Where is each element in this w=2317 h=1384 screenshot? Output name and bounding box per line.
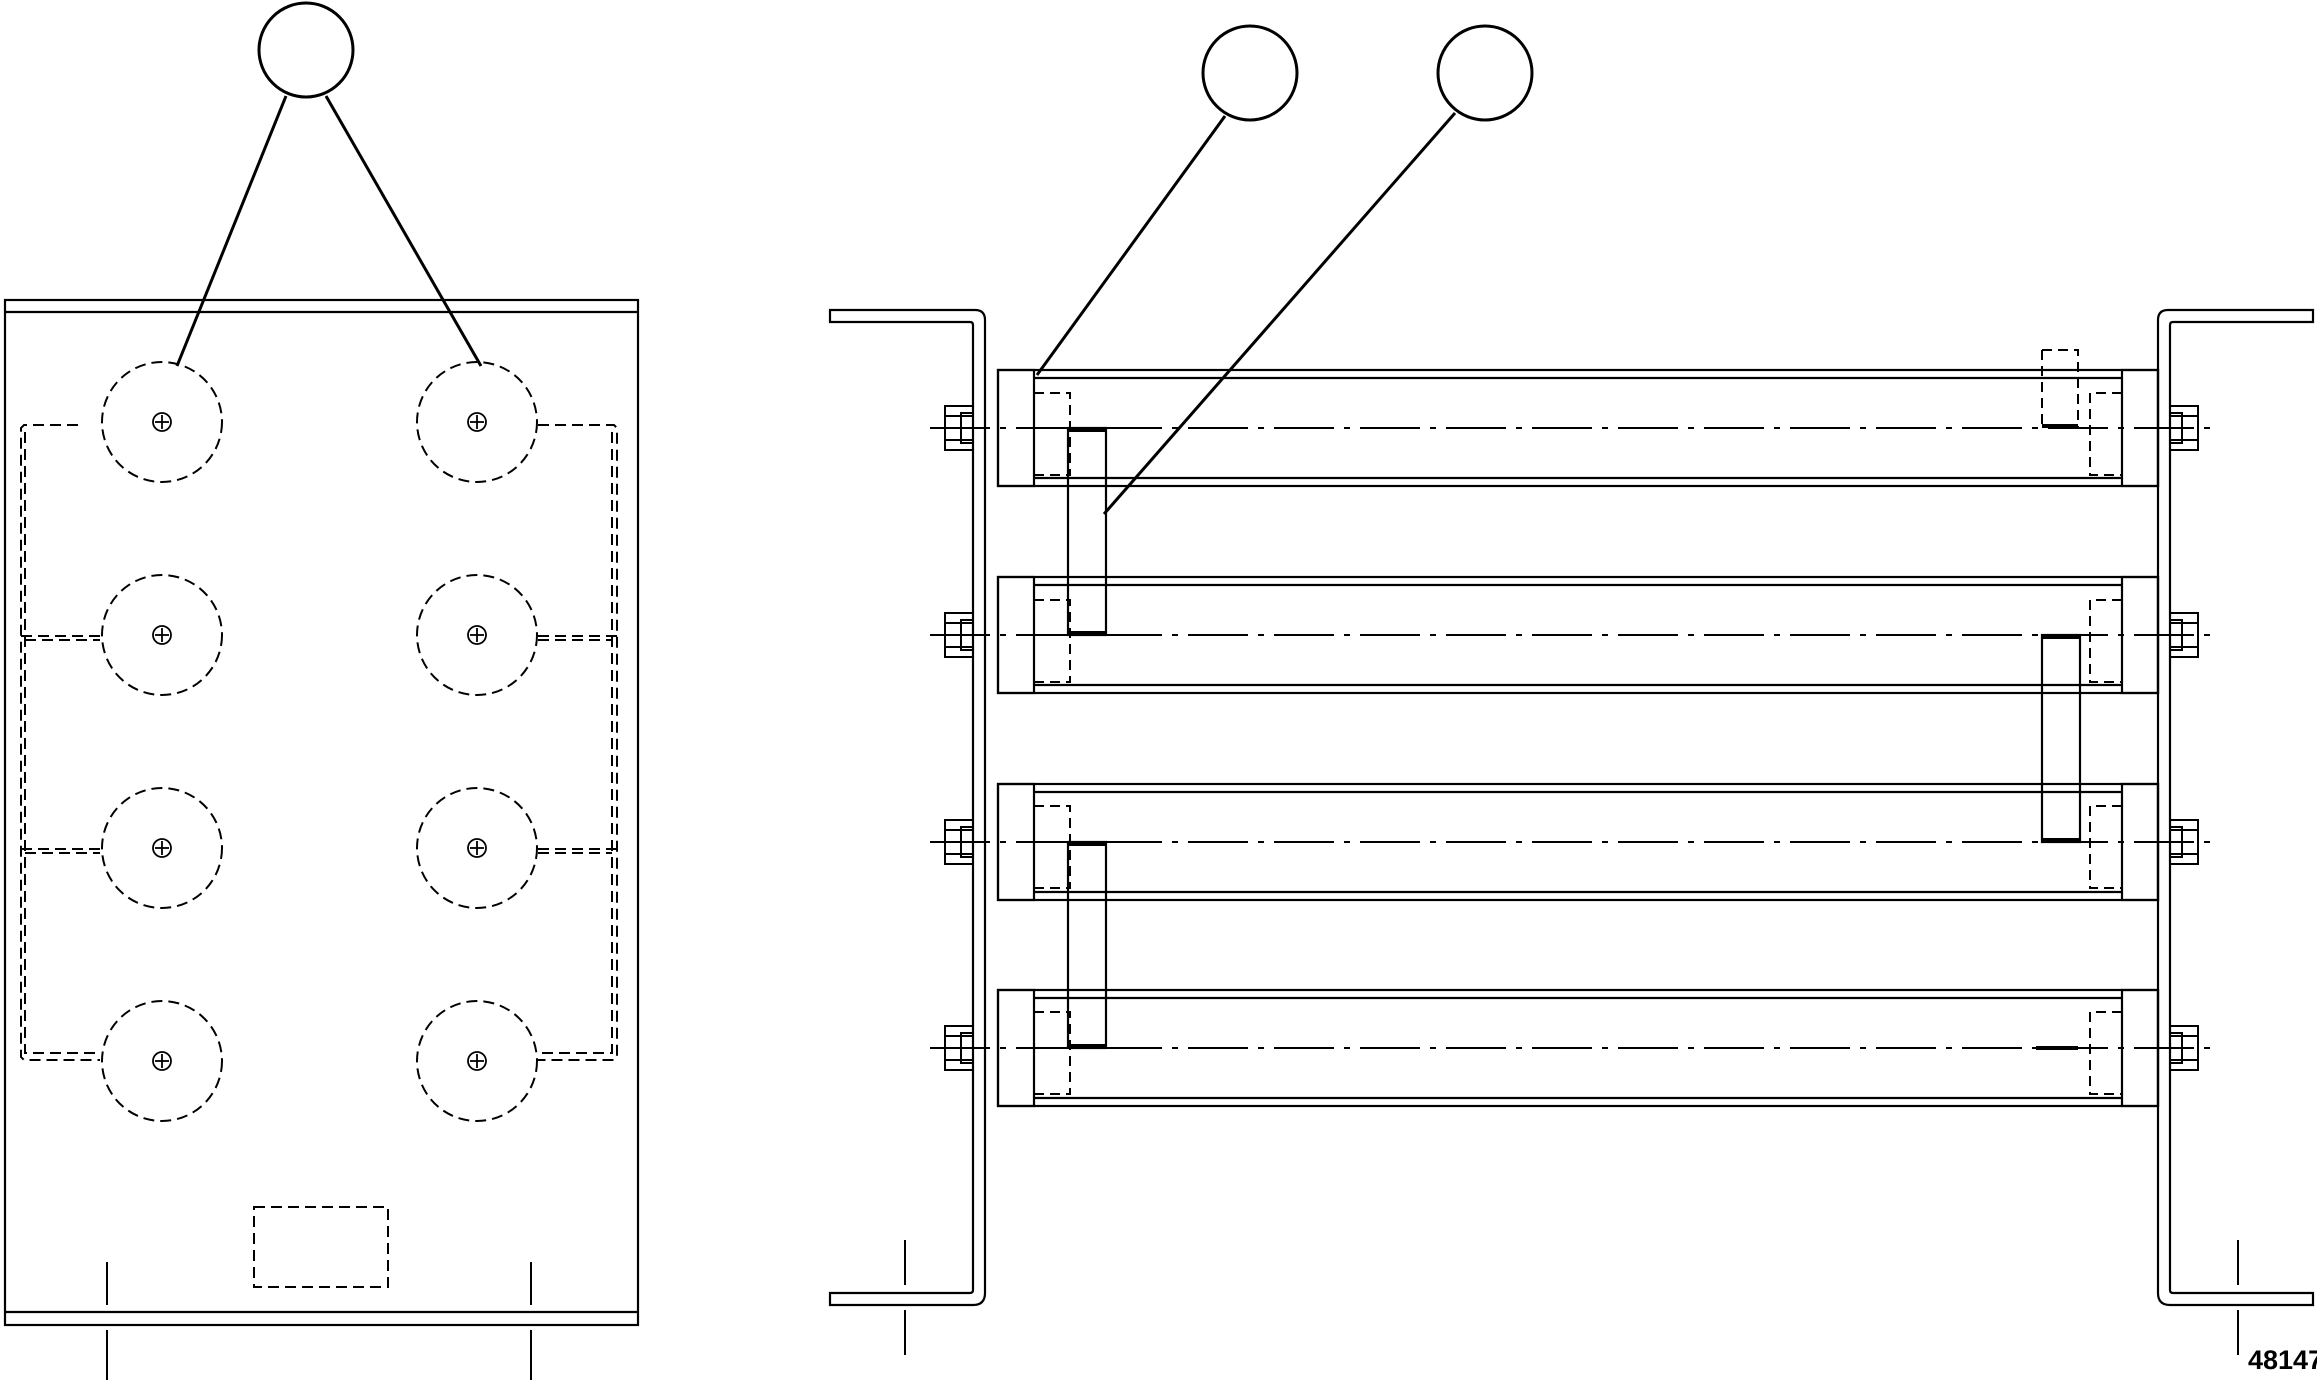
hidden-components	[101, 361, 538, 1122]
drawing-reference-number: 48147	[2248, 1345, 2317, 1375]
bracket-centerlines	[904, 1240, 2239, 1355]
right-bracket	[2156, 308, 2315, 1307]
callout-3	[1102, 24, 1534, 515]
right-nuts	[2169, 405, 2199, 1071]
hidden-wiring	[20, 424, 618, 1061]
plate-front-view	[3, 1, 640, 1380]
resistor-tubes	[996, 368, 2160, 1108]
screw-icons	[152, 412, 487, 1071]
resistor-bank-side-view	[828, 24, 2315, 1355]
hidden-terminal-block	[253, 1206, 389, 1288]
callout-1	[175, 1, 483, 367]
jumper-links	[1066, 424, 2082, 1050]
left-bracket	[828, 308, 987, 1307]
row-centerlines	[930, 427, 2218, 1049]
left-nuts	[944, 405, 974, 1071]
plate-centerlines	[106, 1262, 532, 1380]
callout-2	[1035, 24, 1299, 376]
hidden-terminals	[1034, 349, 2122, 1095]
